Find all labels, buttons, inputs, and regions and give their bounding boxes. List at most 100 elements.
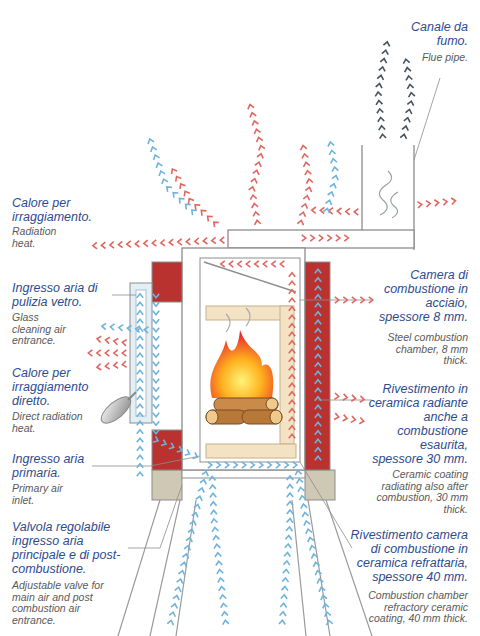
flow-chevron (186, 537, 193, 542)
flow-chevron (161, 239, 165, 246)
flow-chevron (282, 578, 289, 582)
flow-chevron (165, 185, 172, 192)
flow-chevron (319, 235, 323, 241)
flow-chevron (315, 278, 321, 282)
flow-chevron (97, 336, 102, 343)
flow-chevron (315, 320, 321, 324)
flow-chevron (287, 518, 294, 522)
flow-chevron (153, 328, 159, 332)
flow-chevron (376, 83, 383, 88)
flow-chevron (279, 620, 286, 624)
flow-chevron (311, 553, 318, 558)
flow-chevron (221, 611, 228, 616)
callout-translation: Combustion chamber refractory ceramic co… (363, 590, 468, 625)
flow-chevron (252, 211, 259, 216)
flow-chevron (307, 537, 314, 542)
flow-chevron (153, 379, 159, 383)
flow-chevron (315, 371, 321, 375)
flow-chevron (318, 587, 325, 592)
flow-chevron (188, 529, 195, 534)
flow-chevron (443, 198, 448, 205)
flow-chevron (326, 620, 333, 625)
flow-chevron (144, 240, 148, 247)
flow-chevron (214, 544, 221, 549)
flow-chevron (113, 362, 118, 369)
flow-chevron (185, 449, 191, 456)
flow-chevron (137, 447, 143, 451)
flow-chevron (137, 362, 143, 366)
flow-chevron (400, 134, 407, 139)
flow-chevron (289, 307, 295, 311)
flow-chevron (306, 178, 313, 183)
flow-chevron (178, 239, 182, 246)
flow-chevron (327, 235, 331, 241)
flow-chevron (195, 238, 199, 245)
flow-chevron (312, 207, 316, 214)
flow-chevron (208, 462, 212, 468)
flow-chevron (283, 569, 290, 573)
flow-chevron (137, 455, 143, 459)
callout-label: Rivestimento in ceramica radiante anche … (368, 382, 468, 466)
flow-chevron (330, 183, 337, 188)
flow-chevron (200, 479, 207, 484)
flow-chevron (177, 196, 184, 203)
flow-chevron (153, 396, 159, 400)
flow-chevron (136, 326, 141, 333)
flow-chevron (137, 336, 143, 340)
flow-chevron (281, 595, 288, 599)
flow-chevron (289, 392, 295, 396)
flow-chevron (153, 294, 159, 298)
flow-chevron (360, 396, 365, 403)
flow-chevron (220, 237, 224, 244)
flow-chevron (218, 586, 225, 591)
flow-chevron (331, 167, 338, 172)
flow-chevron (205, 214, 212, 221)
flow-chevron (196, 495, 203, 500)
flow-chevron (379, 66, 386, 71)
flow-chevron (192, 452, 198, 459)
flow-chevron (320, 595, 327, 600)
flow-chevron (203, 238, 207, 245)
flow-chevron (212, 220, 219, 227)
callout-translation: Ceramic coating radiating also after com… (368, 469, 468, 515)
flow-chevron (137, 345, 143, 349)
flow-chevron (247, 104, 254, 110)
flow-chevron (215, 561, 222, 566)
flow-chevron (110, 324, 115, 331)
flow-chevron (280, 603, 287, 607)
flow-chevron (114, 350, 118, 356)
flow-chevron (137, 302, 143, 306)
flow-chevron (258, 145, 265, 151)
flow-chevron (173, 595, 180, 600)
flow-chevron (177, 446, 183, 453)
flow-chevron (315, 439, 321, 443)
flow-chevron (377, 109, 384, 114)
flow-chevron (377, 75, 384, 80)
flow-chevron (315, 286, 321, 290)
flow-chevron (102, 323, 107, 330)
flow-chevron (354, 209, 358, 216)
flow-chevron (289, 332, 295, 336)
flow-chevron (250, 195, 257, 200)
flow-chevron (210, 510, 217, 514)
flow-chevron (259, 462, 263, 468)
flow-chevron (209, 485, 216, 489)
flow-chevron (137, 311, 143, 315)
flow-chevron (287, 493, 293, 497)
flow-chevron (406, 109, 413, 114)
flow-chevron (184, 545, 191, 550)
flow-chevron (315, 337, 321, 341)
flow-chevron (153, 430, 159, 434)
flow-chevron (323, 208, 330, 213)
flow-chevron (289, 417, 295, 421)
flow-chevron (229, 261, 233, 267)
flow-chevron (316, 578, 323, 583)
flow-chevron (152, 240, 156, 247)
flow-chevron (179, 570, 186, 575)
flow-chevron (286, 527, 293, 531)
flow-chevron (285, 544, 292, 548)
flow-chevron (222, 620, 229, 625)
flow-chevron (161, 178, 168, 184)
flow-chevron (257, 153, 264, 158)
flow-chevron (192, 512, 199, 517)
